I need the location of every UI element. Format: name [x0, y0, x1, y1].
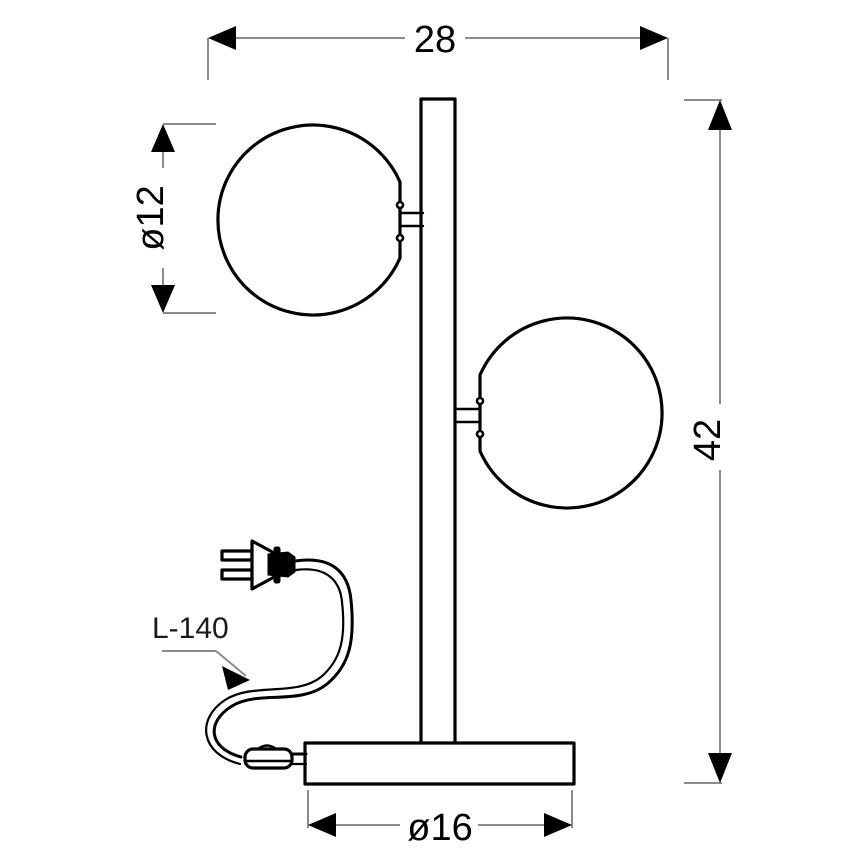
- inline-switch: [243, 744, 294, 770]
- inline-switch-body: [243, 747, 294, 770]
- lower-screw-bottom-icon: [475, 429, 485, 439]
- arrow-head-top-icon: [151, 124, 175, 152]
- arrow-head-bottom-icon: [708, 753, 732, 783]
- arrow-head-right-icon: [544, 813, 572, 837]
- upper-screw-bottom-icon: [395, 233, 405, 243]
- inline-switch-rocker: [256, 744, 278, 751]
- dimension-overall-height: 42: [684, 99, 732, 784]
- dimension-value-overall-width: 28: [414, 19, 456, 61]
- dimension-base-diameter: ø16: [307, 790, 573, 849]
- plug-prong-top: [220, 549, 254, 562]
- leader-line-angled: [215, 650, 247, 677]
- dimension-overall-width: 28: [207, 19, 669, 80]
- lower-screw-top-icon: [475, 396, 485, 406]
- power-plug: [220, 539, 296, 591]
- plug-prong-bottom: [220, 568, 254, 581]
- cable-length-callout: L-140: [152, 612, 250, 690]
- plug-strain-relief: [267, 551, 296, 578]
- dimension-value-globe-diameter: ø12: [130, 185, 172, 250]
- arrow-head-top-icon: [708, 100, 732, 130]
- leader-arrow-head-icon: [222, 666, 250, 690]
- arrow-head-right-icon: [640, 26, 668, 50]
- lower-globe: [478, 316, 664, 510]
- dimension-value-base-diameter: ø16: [407, 807, 472, 849]
- dimension-value-overall-height: 42: [687, 419, 729, 461]
- upper-screw-top-icon: [395, 200, 405, 210]
- upper-globe: [216, 123, 402, 317]
- power-cable-inner-line: [205, 568, 345, 766]
- dimension-globe-diameter: ø12: [130, 123, 216, 314]
- base-plate: [303, 741, 576, 786]
- arrow-head-bottom-icon: [151, 285, 175, 313]
- power-cable-outer-line: [212, 558, 354, 759]
- vertical-post: [419, 97, 457, 747]
- arrow-head-left-icon: [208, 26, 236, 50]
- plug-collar: [273, 546, 281, 584]
- arrow-head-left-icon: [308, 813, 336, 837]
- lower-globe-assembly: [455, 316, 664, 510]
- cable-length-label: L-140: [152, 612, 229, 645]
- upper-globe-assembly: [216, 123, 425, 317]
